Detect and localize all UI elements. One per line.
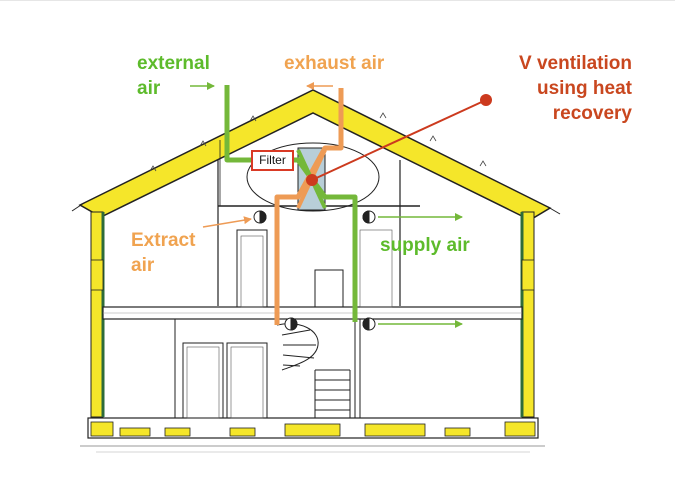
ground-door-1 (182, 342, 224, 419)
attic-unit-ellipse (246, 142, 380, 212)
right-wall (521, 211, 535, 418)
pointer-dot-top (480, 94, 492, 106)
ventilation-pointer (311, 99, 487, 181)
pointer-dot-unit (306, 174, 318, 186)
top-divider (0, 0, 675, 1)
supply-air-label: supply air (380, 235, 470, 256)
staircase (276, 323, 351, 418)
upper-window-right (359, 229, 393, 308)
left-wall (90, 211, 104, 418)
exhaust-air-label: exhaust air (284, 53, 385, 74)
upper-partition (314, 269, 344, 308)
valve-symbols (253, 210, 376, 331)
upper-door-left (236, 229, 268, 308)
stale-air-duct (274, 88, 344, 325)
filter-label: Filter (251, 150, 294, 171)
roof-grass (149, 112, 487, 172)
extract-air-label: Extract air (131, 230, 196, 276)
external-air-label: external air (137, 53, 210, 99)
ventilation-title: V ventilation using heat recovery (519, 53, 632, 124)
extract-air-arrow (202, 216, 252, 228)
ground-door-2 (226, 342, 268, 419)
right-eave (547, 206, 561, 215)
left-eave (71, 202, 85, 212)
